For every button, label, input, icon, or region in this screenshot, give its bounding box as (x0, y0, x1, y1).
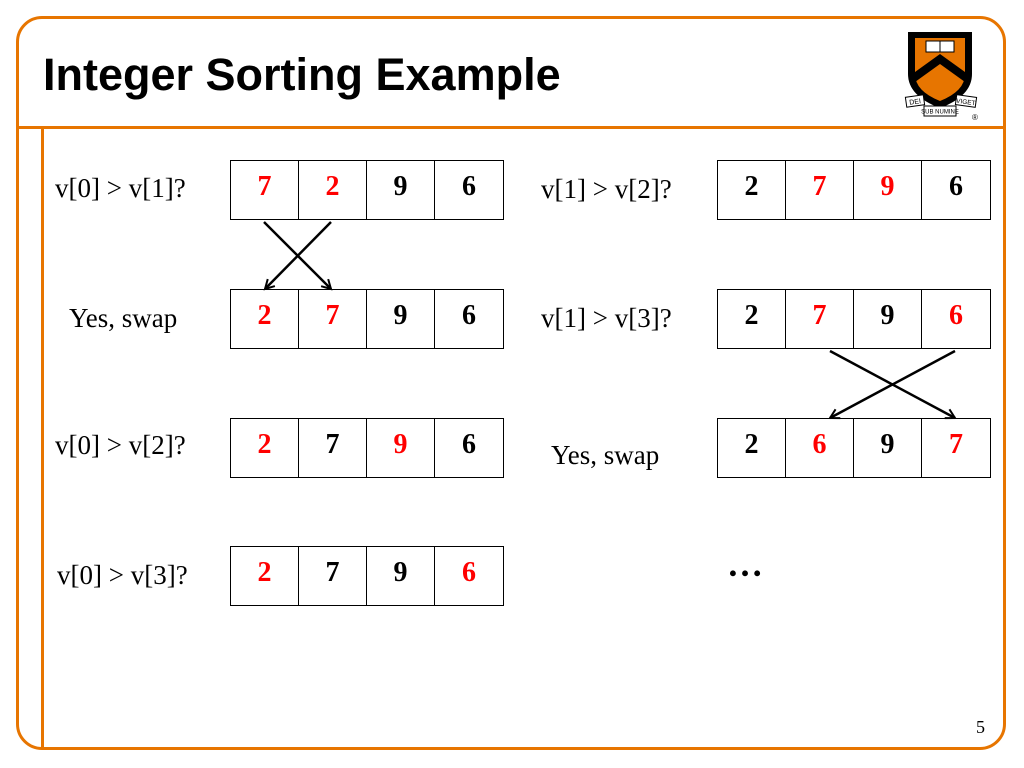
array-cell: 2 (718, 419, 786, 477)
page-number: 5 (976, 717, 985, 737)
array-cell: 9 (854, 290, 922, 348)
logo-motto-right: VIGET (956, 98, 976, 108)
title-divider (17, 126, 1005, 129)
array-cell: 9 (367, 547, 435, 605)
array-cell: 6 (462, 300, 476, 331)
left-margin-rule (41, 127, 44, 749)
logo-motto-left: DEI (909, 98, 922, 107)
array-cell: 6 (786, 419, 854, 477)
array-cell: 7 (231, 161, 299, 219)
logo-motto-center: SUB NUMINE (921, 110, 959, 116)
array-cell: 7 (786, 161, 854, 219)
array-cell: 6 (462, 171, 476, 202)
array-cell: 9 (854, 161, 922, 219)
array-cell: 2 (231, 290, 299, 348)
slide-frame (16, 16, 1006, 750)
step-label: v[1] > v[3]? (541, 303, 672, 333)
array-cell: 2 (299, 161, 367, 219)
ellipsis: … (727, 544, 767, 584)
registered-mark: ® (972, 113, 978, 122)
step-label: Yes, swap (69, 303, 178, 333)
step-label: v[0] > v[1]? (55, 173, 186, 203)
array-cell: 9 (854, 419, 922, 477)
array-cell: 6 (462, 429, 476, 460)
array-cell: 2 (231, 419, 299, 477)
step-label: v[0] > v[3]? (57, 560, 188, 590)
array-cell: 6 (949, 171, 963, 202)
array-cell: 7 (949, 429, 963, 460)
slide-title: Integer Sorting Example (43, 49, 561, 100)
step-label: v[1] > v[2]? (541, 174, 672, 204)
array-cell: 2 (718, 161, 786, 219)
array-cell: 7 (299, 547, 367, 605)
step-label: Yes, swap (551, 440, 660, 470)
array-cell: 6 (462, 557, 476, 588)
array-cell: 9 (367, 419, 435, 477)
step-label: v[0] > v[2]? (55, 430, 186, 460)
array-cell: 9 (367, 290, 435, 348)
array-cell: 2 (231, 547, 299, 605)
princeton-shield-icon: DEI SUB NUMINE VIGET ® (904, 32, 978, 122)
array-cell: 7 (299, 290, 367, 348)
array-cell: 2 (718, 290, 786, 348)
array-cell: 6 (949, 300, 963, 331)
array-cell: 9 (367, 161, 435, 219)
array-cell: 7 (786, 290, 854, 348)
array-cell: 7 (299, 419, 367, 477)
